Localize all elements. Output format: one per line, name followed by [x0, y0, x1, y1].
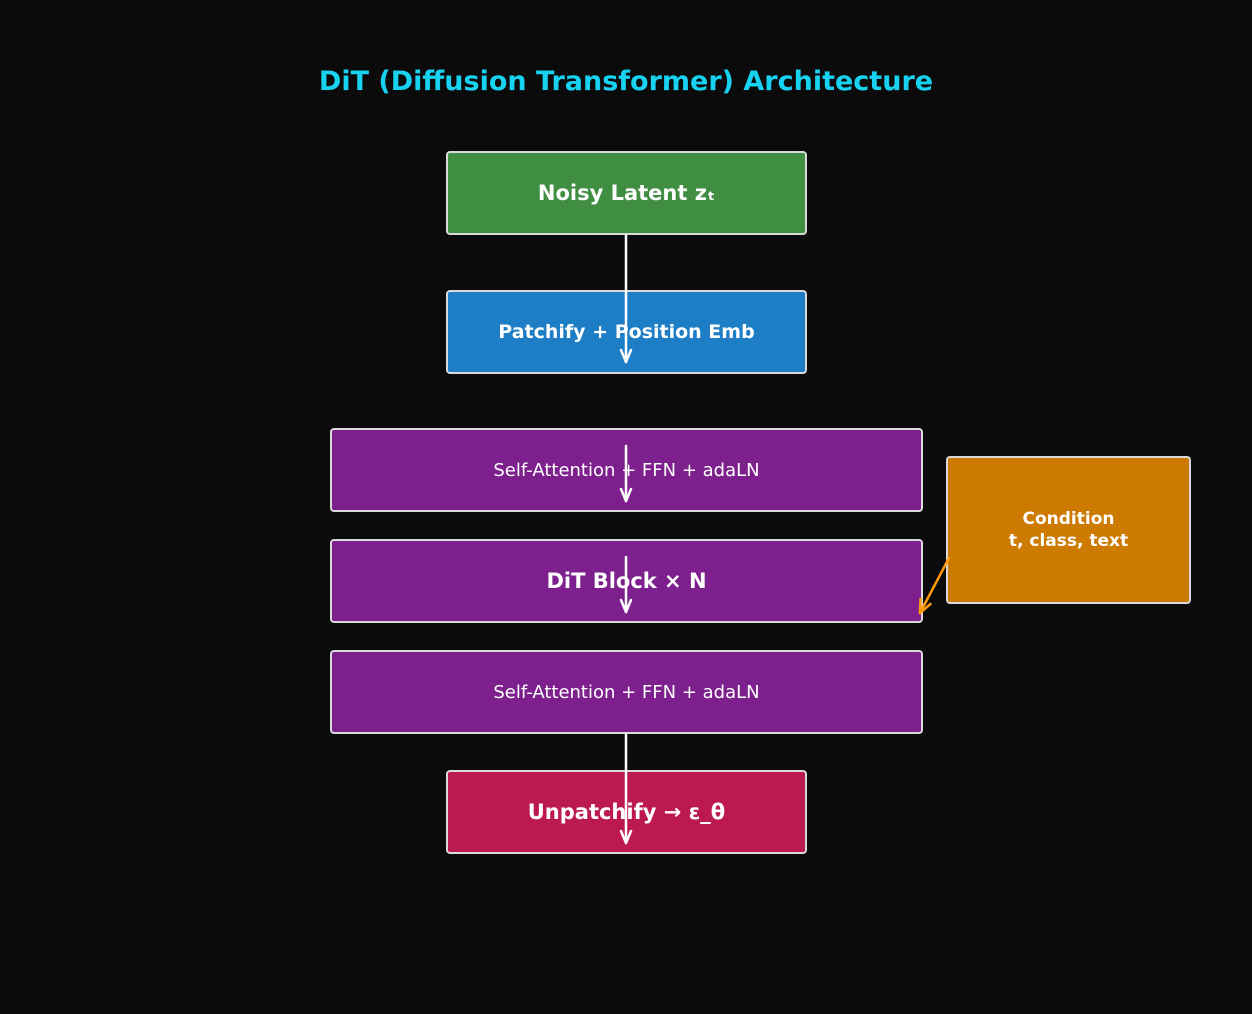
self-attention-top-node: Self-Attention + FFN + adaLN — [330, 428, 923, 512]
unpatchify-label: Unpatchify → ε_θ — [527, 800, 726, 824]
arrow-condition-to-dit — [918, 556, 951, 615]
condition-inputs-label: t, class, text — [1008, 531, 1129, 551]
diagram-title: DiT (Diffusion Transformer) Architecture — [318, 66, 934, 97]
noisy-latent-node: Noisy Latent zₜ — [446, 151, 807, 235]
dit-block-label: DiT Block × N — [546, 569, 707, 593]
self-attention-top-label: Self-Attention + FFN + adaLN — [493, 459, 760, 481]
self-attention-bottom-node: Self-Attention + FFN + adaLN — [330, 650, 923, 734]
patchify-label: Patchify + Position Emb — [498, 321, 755, 343]
dit-block-node: DiT Block × N — [330, 539, 923, 623]
patchify-node: Patchify + Position Emb — [446, 290, 807, 374]
condition-label: Condition — [1022, 509, 1115, 529]
noisy-latent-label: Noisy Latent zₜ — [537, 181, 716, 205]
self-attention-bottom-label: Self-Attention + FFN + adaLN — [493, 681, 760, 703]
condition-node: Condition t, class, text — [946, 456, 1191, 604]
unpatchify-node: Unpatchify → ε_θ — [446, 770, 807, 854]
